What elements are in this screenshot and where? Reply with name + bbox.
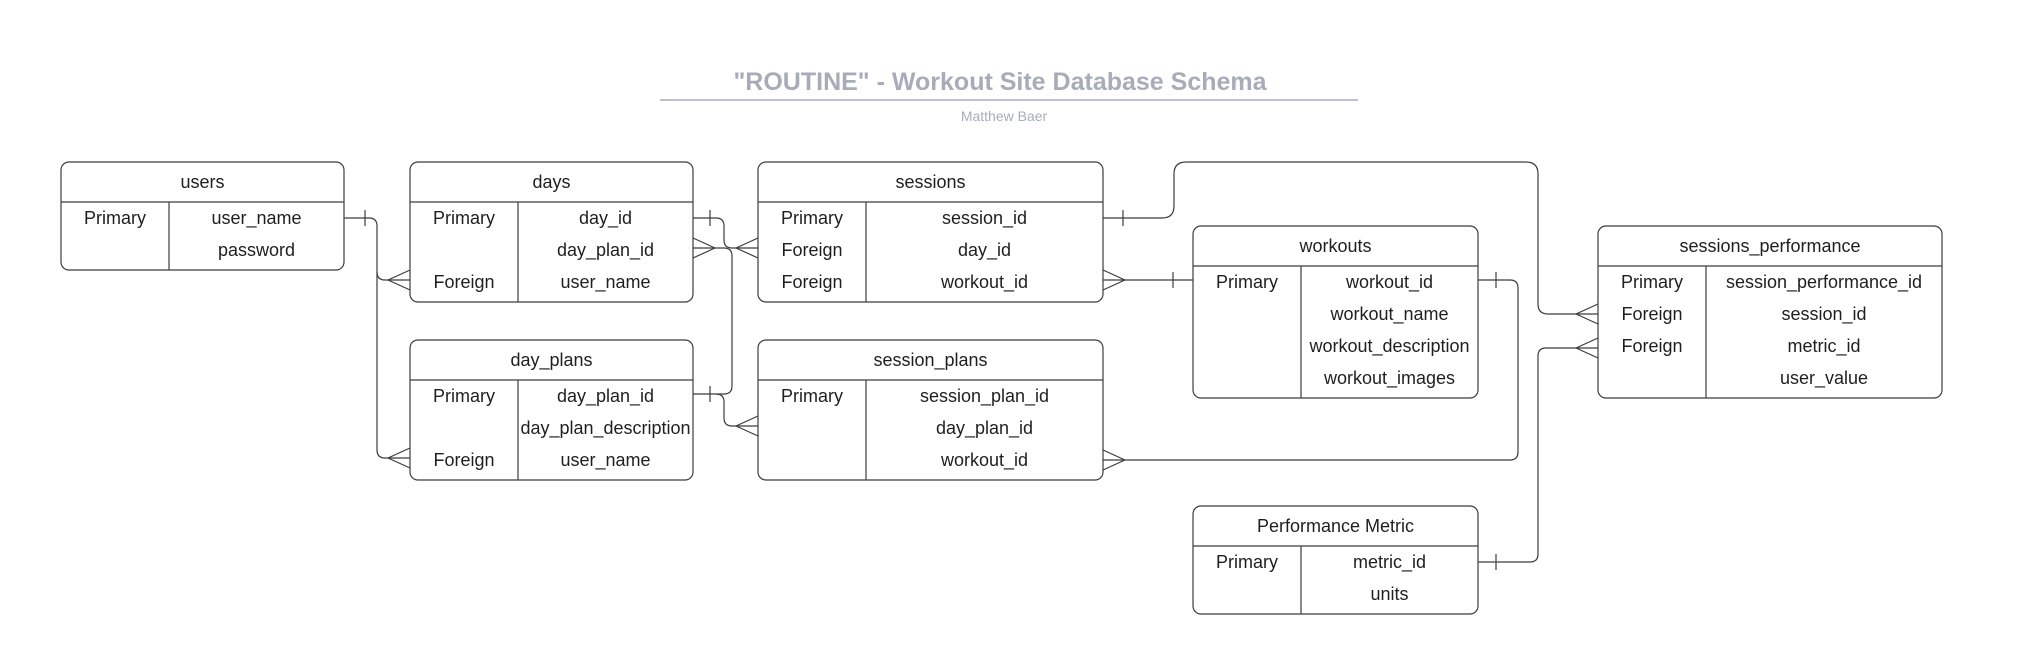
field-name: day_plan_id (557, 386, 654, 407)
table-name: day_plans (510, 350, 592, 371)
field-name: units (1370, 584, 1408, 604)
key-type: Primary (781, 208, 843, 228)
many-marker (1575, 303, 1599, 325)
table-frame (757, 161, 1104, 303)
key-type: Primary (1216, 272, 1278, 292)
field-name: day_plan_description (520, 418, 690, 439)
rel-dayplans-days (693, 247, 733, 395)
field-name: workout_id (940, 450, 1028, 471)
table-name: sessions_performance (1679, 236, 1860, 257)
field-name: session_plan_id (920, 386, 1049, 407)
table-name: sessions (895, 172, 965, 192)
field-name: user_name (560, 272, 650, 293)
field-name: user_name (560, 450, 650, 471)
rel-sessions-performance (1103, 161, 1598, 315)
field-name: workout_name (1329, 304, 1448, 325)
key-type: Primary (781, 386, 843, 406)
key-type: Primary (84, 208, 146, 228)
many-marker (1102, 269, 1126, 291)
key-type: Primary (433, 208, 495, 228)
field-name: day_plan_id (557, 240, 654, 261)
field-name: user_name (211, 208, 301, 229)
rel-metric-performance (1478, 347, 1598, 563)
key-type: Primary (433, 386, 495, 406)
field-name: session_performance_id (1726, 272, 1922, 293)
relationship-lines (344, 161, 1599, 570)
field-name: session_id (1781, 304, 1866, 325)
table-name: users (180, 172, 224, 192)
rel-dayplans-sessionplans (715, 393, 758, 427)
diagram-title: "ROUTINE" - Workout Site Database Schema (733, 68, 1267, 96)
key-type: Primary (1216, 552, 1278, 572)
table-frame (60, 161, 345, 271)
key-type: Foreign (433, 450, 494, 470)
rel-users-days (344, 217, 410, 281)
many-marker (387, 447, 411, 469)
field-name: user_value (1780, 368, 1868, 389)
table-name: Performance Metric (1257, 516, 1414, 536)
table-name: workouts (1298, 236, 1371, 256)
field-name: day_plan_id (936, 418, 1033, 439)
table-frame (1597, 225, 1943, 399)
many-marker (1575, 337, 1599, 359)
table-frame (409, 161, 694, 303)
key-type: Foreign (1621, 336, 1682, 356)
field-name: day_id (958, 240, 1011, 261)
many-marker (735, 415, 759, 437)
table-name: days (532, 172, 570, 192)
table-name: session_plans (873, 350, 987, 371)
many-marker (1102, 449, 1126, 471)
field-name: workout_id (1345, 272, 1433, 293)
field-name: password (218, 240, 295, 260)
field-name: metric_id (1787, 336, 1860, 357)
diagram-subtitle: Matthew Baer (961, 108, 1048, 124)
table-frame (409, 339, 694, 481)
rel-users-day-plans (376, 272, 410, 459)
field-name: workout_id (940, 272, 1028, 293)
field-name: workout_images (1323, 368, 1455, 389)
key-type: Primary (1621, 272, 1683, 292)
many-marker (387, 269, 411, 291)
table-frame (757, 339, 1104, 481)
many-marker (735, 237, 759, 259)
field-name: day_id (579, 208, 632, 229)
field-name: metric_id (1353, 552, 1426, 573)
many-marker (692, 237, 716, 259)
key-type: Foreign (1621, 304, 1682, 324)
table-frame (1192, 225, 1479, 399)
field-name: workout_description (1308, 336, 1469, 357)
table-frame (1192, 505, 1479, 615)
key-type: Foreign (781, 272, 842, 292)
field-name: session_id (942, 208, 1027, 229)
rel-days-sessions (693, 217, 758, 249)
key-type: Foreign (781, 240, 842, 260)
key-type: Foreign (433, 272, 494, 292)
rel-workouts-sessionplans (1103, 279, 1519, 461)
